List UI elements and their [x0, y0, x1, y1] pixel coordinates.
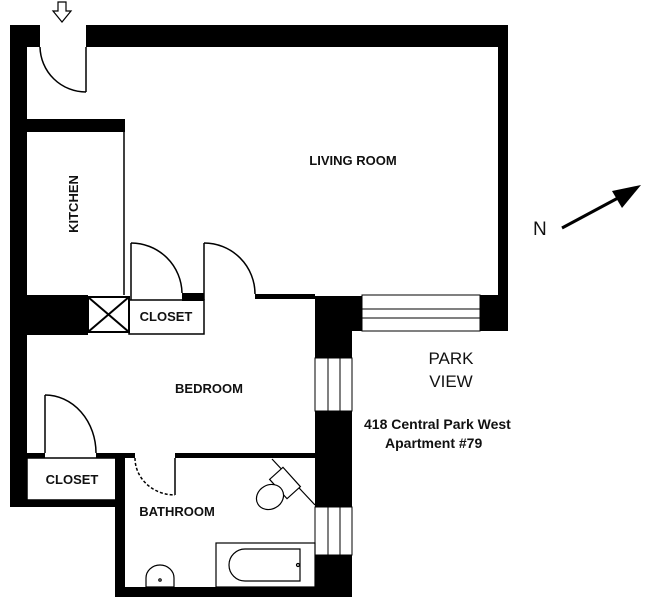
room-label-kitchen: KITCHEN — [66, 175, 81, 233]
shaft-crossed-box — [87, 296, 130, 333]
sink-icon — [145, 564, 175, 588]
window-bathroom — [314, 506, 353, 556]
bedroom-door — [203, 242, 256, 300]
view-label-line2: VIEW — [429, 372, 472, 391]
window-living-room — [361, 294, 481, 332]
bathroom-door — [134, 457, 176, 496]
toilet-icon — [255, 458, 316, 511]
address-line2: Apartment #79 — [385, 435, 482, 451]
entrance-arrow-icon — [51, 1, 73, 23]
view-label-line1: PARK — [428, 349, 474, 368]
room-label-closet-upper: CLOSET — [140, 309, 193, 324]
room-label-living-room: LIVING ROOM — [309, 153, 396, 168]
room-label-bathroom: BATHROOM — [139, 504, 215, 519]
bathroom-fixtures — [145, 458, 316, 588]
north-arrow-icon — [561, 185, 641, 230]
room-label-closet-lower: CLOSET — [46, 472, 99, 487]
compass-label: N — [533, 219, 547, 240]
closet-door — [130, 242, 183, 300]
address-line1: 418 Central Park West — [364, 416, 511, 432]
room-label-bedroom: BEDROOM — [175, 381, 243, 396]
window-bedroom — [314, 357, 353, 412]
windows — [314, 294, 481, 556]
bathtub-icon — [215, 542, 316, 588]
lower-closet-door — [44, 394, 97, 454]
entrance-door — [39, 46, 87, 93]
doors — [39, 46, 256, 496]
